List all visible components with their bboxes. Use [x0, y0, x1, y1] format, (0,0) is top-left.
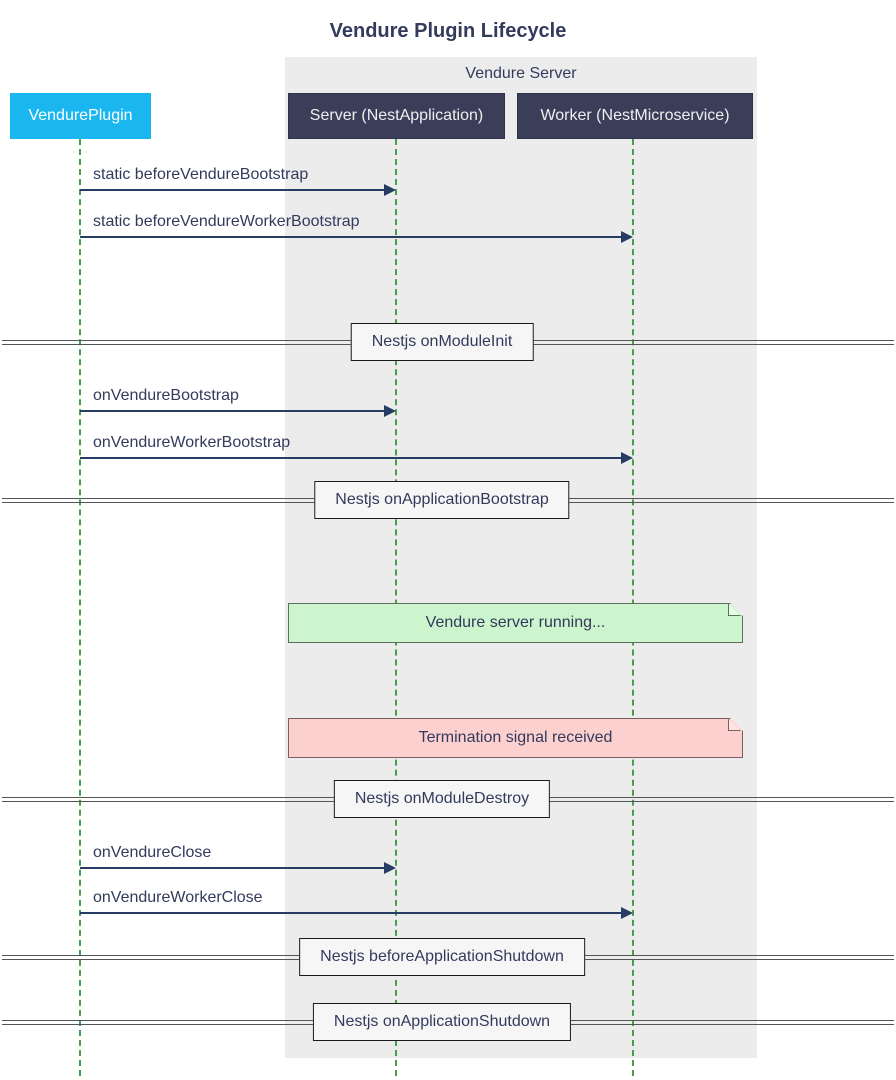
arrowhead-icon	[384, 184, 396, 196]
arrowhead-icon	[621, 452, 633, 464]
divider-label: Nestjs onModuleInit	[350, 323, 534, 361]
participant-server: Server (NestApplication)	[288, 93, 505, 139]
message-label: onVendureWorkerBootstrap	[93, 434, 291, 451]
message-arrow	[80, 862, 396, 874]
participant-vendure-plugin: VendurePlugin	[10, 93, 151, 139]
note-server-running: Vendure server running...	[288, 603, 743, 643]
group-box-vendure-server	[285, 57, 757, 1058]
message-arrow	[80, 405, 396, 417]
message-label: onVendureBootstrap	[93, 387, 239, 404]
participant-worker: Worker (NestMicroservice)	[517, 93, 753, 139]
participant-label: VendurePlugin	[28, 107, 133, 124]
arrowhead-icon	[621, 907, 633, 919]
arrowhead-icon	[621, 231, 633, 243]
participant-label: Worker (NestMicroservice)	[540, 107, 730, 124]
divider-text: Nestjs beforeApplicationShutdown	[320, 948, 564, 965]
divider-text: Nestjs onModuleInit	[371, 333, 513, 350]
divider-text: Nestjs onApplicationShutdown	[333, 1013, 551, 1030]
lifeline-vendure-plugin	[79, 139, 81, 1076]
participant-label: Server (NestApplication)	[309, 107, 484, 124]
group-label: Vendure Server	[465, 65, 577, 82]
message-arrow	[80, 184, 396, 196]
note-termination-signal: Termination signal received	[288, 718, 743, 758]
divider-text: Nestjs onModuleDestroy	[354, 790, 530, 807]
divider-label: Nestjs onModuleDestroy	[333, 780, 551, 818]
note-text: Termination signal received	[418, 729, 613, 746]
divider-label: Nestjs onApplicationShutdown	[312, 1003, 572, 1041]
message-label: static beforeVendureWorkerBootstrap	[93, 213, 360, 230]
message-arrow	[80, 452, 633, 464]
message-arrow	[80, 907, 633, 919]
divider-text: Nestjs onApplicationBootstrap	[335, 491, 549, 508]
divider-label: Nestjs onApplicationBootstrap	[314, 481, 570, 519]
message-label: onVendureClose	[93, 844, 212, 861]
note-text: Vendure server running...	[425, 614, 606, 631]
message-arrow	[80, 231, 633, 243]
message-label: static beforeVendureBootstrap	[93, 166, 309, 183]
message-label: onVendureWorkerClose	[93, 889, 263, 906]
arrowhead-icon	[384, 862, 396, 874]
arrowhead-icon	[384, 405, 396, 417]
divider-label: Nestjs beforeApplicationShutdown	[299, 938, 585, 976]
diagram-title: Vendure Plugin Lifecycle	[329, 20, 567, 42]
